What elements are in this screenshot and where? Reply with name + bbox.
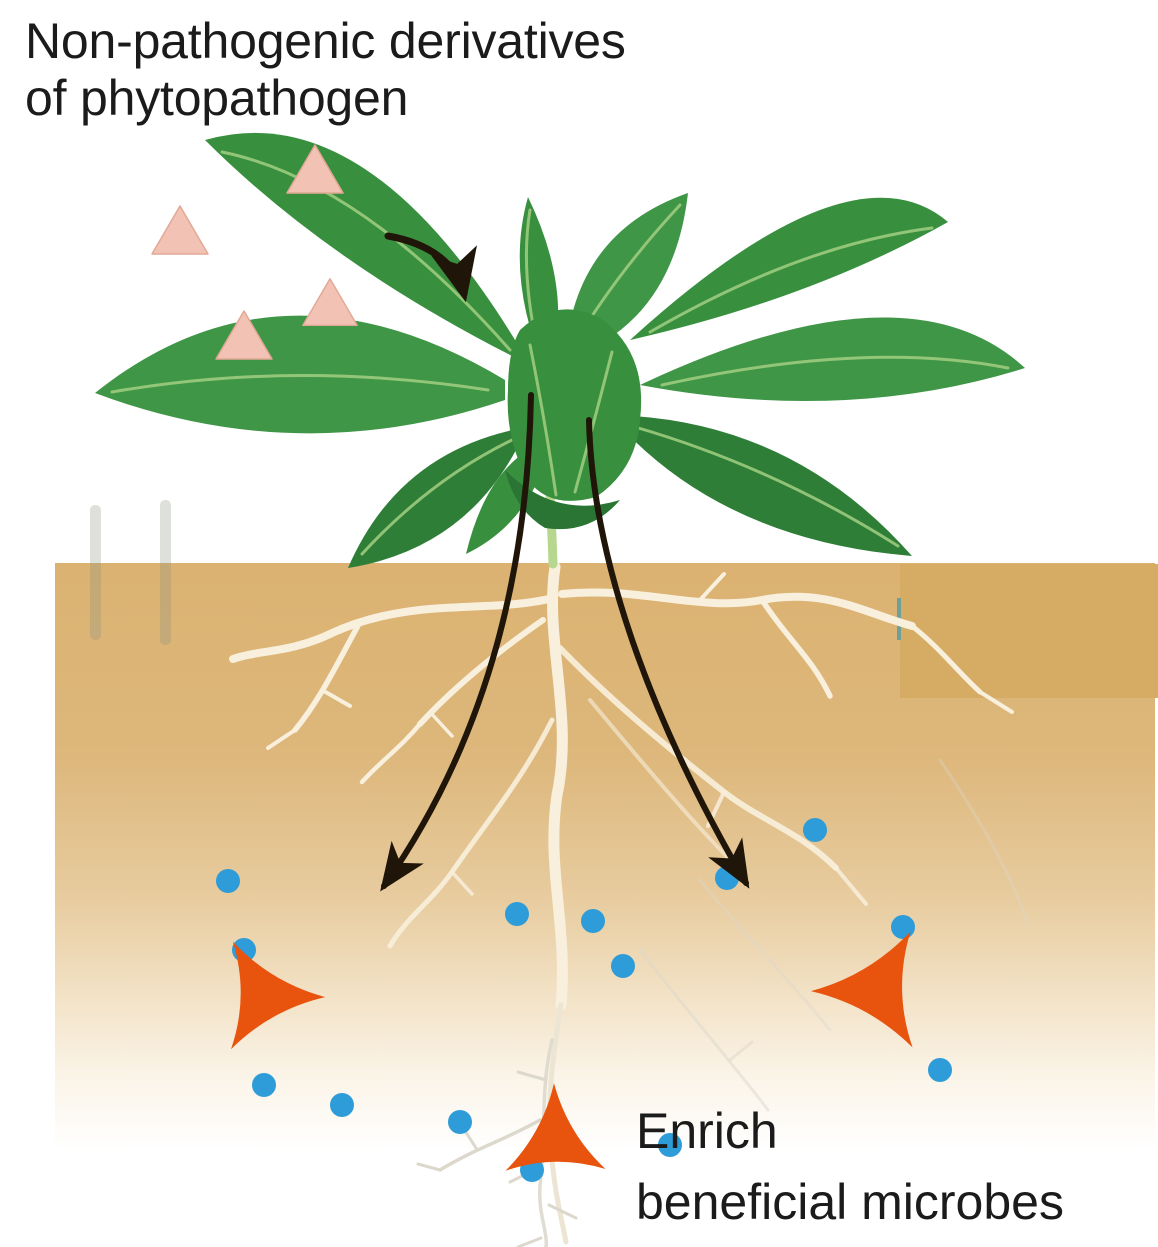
plant-rosette bbox=[95, 132, 1025, 569]
microbe-dot-icon bbox=[581, 909, 605, 933]
microbe-dot-icon bbox=[611, 954, 635, 978]
leaf-upper-left bbox=[205, 132, 530, 365]
rosette-center bbox=[507, 309, 642, 501]
pathogen-triangle-icon bbox=[302, 278, 358, 327]
title-line-1: Non-pathogenic derivatives bbox=[25, 13, 626, 69]
caption-line-1: Enrich bbox=[636, 1103, 778, 1159]
title-line-2: of phytopathogen bbox=[25, 70, 409, 126]
flow-arrows bbox=[380, 232, 750, 892]
microbe-dot-icon bbox=[216, 869, 240, 893]
leaf-lower-left bbox=[348, 428, 525, 568]
caption-label: Enrich beneficial microbes bbox=[636, 1096, 1064, 1238]
microbe-dot-icon bbox=[448, 1110, 472, 1134]
rosette-underside-shadow bbox=[505, 470, 620, 530]
soil-streak bbox=[90, 505, 101, 640]
soil-patch-artifact bbox=[900, 564, 1158, 698]
leaf-lower-right bbox=[610, 415, 912, 556]
microbe-dot-icon bbox=[252, 1073, 276, 1097]
arrow-onto-leaves bbox=[384, 232, 477, 303]
microbe-dot-icon bbox=[928, 1058, 952, 1082]
arrow-to-soil-right bbox=[586, 417, 750, 889]
pathogen-triangle-icon bbox=[151, 205, 209, 255]
microbe-dot-icon bbox=[505, 902, 529, 926]
arrow-to-soil-left bbox=[380, 392, 534, 892]
leaf-upper-right bbox=[630, 197, 948, 340]
root-system bbox=[229, 561, 1032, 1247]
soil-streak bbox=[160, 500, 171, 645]
soil-block bbox=[55, 500, 1158, 1247]
microbe-dot-icon bbox=[658, 1133, 682, 1157]
microbe-dot-icon bbox=[891, 915, 915, 939]
microbe-dot-icon bbox=[803, 818, 827, 842]
microbe-dot-icon bbox=[330, 1093, 354, 1117]
caption-line-2: beneficial microbes bbox=[636, 1174, 1064, 1230]
